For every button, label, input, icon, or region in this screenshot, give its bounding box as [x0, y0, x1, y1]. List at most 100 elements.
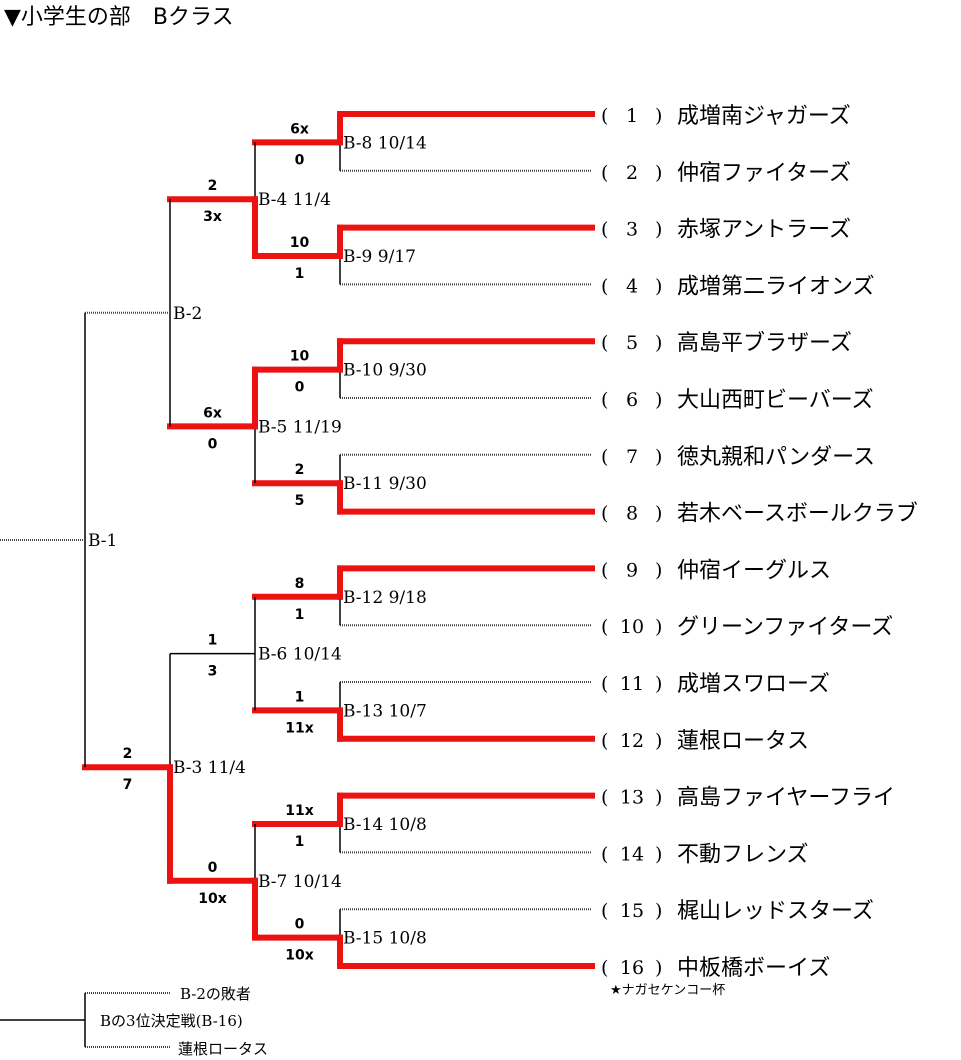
team-seed-number: 3 — [626, 219, 638, 241]
team-paren-close: ) — [655, 559, 662, 581]
score-label: 11x — [285, 720, 314, 736]
score-label: 2 — [295, 462, 305, 478]
team-paren-close: ) — [655, 957, 662, 979]
team-seed-number: 13 — [620, 787, 644, 809]
match-label: B-5 11/19 — [258, 417, 342, 437]
team-paren-close: ) — [655, 332, 662, 354]
score-label: 3 — [208, 664, 218, 680]
team-paren-close: ) — [655, 900, 662, 922]
match-label: B-4 11/4 — [258, 190, 331, 210]
score-label: 10 — [290, 349, 310, 365]
score-label: 0 — [295, 917, 305, 933]
team-name: 仲宿イーグルス — [677, 558, 831, 583]
team-seed-number: 6 — [626, 389, 638, 411]
team-seed-number: 11 — [620, 673, 644, 695]
team-name: 高島ファイヤーフライ — [677, 786, 895, 811]
third-place-top: B-2の敗者 — [180, 985, 251, 1003]
team-seed-number: 14 — [620, 843, 644, 865]
team-paren-open: ( — [601, 332, 608, 354]
team-paren-close: ) — [655, 503, 662, 525]
team-name: 徳丸親和パンダース — [677, 445, 875, 470]
score-label: 6x — [203, 405, 222, 421]
third-place-bottom: 蓮根ロータス — [178, 1040, 268, 1058]
team-name: 蓮根ロータス — [677, 729, 809, 754]
team-name: 高島平ブラザーズ — [677, 331, 852, 356]
team-name: 成増スワローズ — [677, 672, 830, 697]
score-label: 1 — [295, 607, 305, 623]
third-place-label: Bの3位決定戦(B-16) — [100, 1012, 243, 1030]
score-label: 0 — [208, 436, 218, 452]
score-label: 0 — [208, 860, 218, 876]
page-title: ▼小学生の部 Bクラス — [4, 5, 234, 30]
score-label: 10x — [285, 948, 314, 964]
team-name: 若木ベースボールクラブ — [677, 502, 918, 527]
match-label: B-3 11/4 — [173, 758, 246, 778]
score-label: 1 — [295, 689, 305, 705]
score-label: 2 — [208, 178, 218, 194]
team-paren-open: ( — [601, 219, 608, 241]
match-label: B-8 10/14 — [343, 133, 427, 153]
team-paren-close: ) — [655, 673, 662, 695]
bracket-labels: (1)成増南ジャガーズ(2)仲宿ファイターズ(3)赤塚アントラーズ(4)成増第二… — [88, 104, 918, 1058]
team-paren-open: ( — [601, 275, 608, 297]
team-paren-open: ( — [601, 446, 608, 468]
team-paren-close: ) — [655, 105, 662, 127]
score-label: 10x — [198, 891, 227, 907]
team-paren-open: ( — [601, 162, 608, 184]
score-label: 10 — [290, 235, 310, 251]
score-label: 5 — [295, 493, 305, 509]
team-seed-number: 5 — [626, 332, 638, 354]
team-seed-number: 4 — [626, 275, 638, 297]
team-paren-open: ( — [601, 389, 608, 411]
team-paren-open: ( — [601, 616, 608, 638]
score-label: 1 — [208, 633, 218, 649]
match-label: B-14 10/8 — [343, 815, 427, 835]
match-label: B-6 10/14 — [258, 645, 342, 665]
score-label: 0 — [295, 380, 305, 396]
score-label: 8 — [295, 576, 305, 592]
match-label: B-13 10/7 — [343, 701, 427, 721]
team-seed-number: 7 — [626, 446, 638, 468]
team-paren-close: ) — [655, 219, 662, 241]
team-seed-number: 8 — [626, 503, 638, 525]
team-paren-close: ) — [655, 616, 662, 638]
bracket-lines — [0, 111, 595, 1048]
team-name: 成増第二ライオンズ — [677, 274, 875, 299]
team-name: 中板橋ボーイズ — [677, 956, 830, 981]
team-name: 大山西町ビーバーズ — [677, 388, 874, 413]
team-paren-close: ) — [655, 730, 662, 752]
match-label: B-7 10/14 — [258, 872, 342, 892]
team-seed-number: 9 — [626, 559, 638, 581]
team-name: 成増南ジャガーズ — [677, 104, 851, 129]
team-paren-open: ( — [601, 503, 608, 525]
score-label: 1 — [295, 834, 305, 850]
team-paren-open: ( — [601, 787, 608, 809]
team-paren-close: ) — [655, 389, 662, 411]
score-label: 7 — [123, 777, 133, 793]
team-paren-close: ) — [655, 275, 662, 297]
team-seed-number: 12 — [620, 730, 644, 752]
match-label: B-11 9/30 — [343, 474, 427, 494]
score-label: 1 — [295, 266, 305, 282]
score-label: 0 — [295, 152, 305, 168]
team-name: 不動フレンズ — [677, 842, 809, 867]
match-label: B-12 9/18 — [343, 588, 427, 608]
team-paren-close: ) — [655, 446, 662, 468]
team-seed-number: 2 — [626, 162, 638, 184]
match-label: B-15 10/8 — [343, 929, 427, 949]
final-match-label: B-1 — [88, 531, 117, 551]
match-label: B-9 9/17 — [343, 247, 416, 267]
team-paren-close: ) — [655, 843, 662, 865]
team-seed-number: 1 — [626, 105, 638, 127]
score-label: 6x — [290, 121, 309, 137]
team-seed-number: 15 — [620, 900, 644, 922]
team-seed-number: 16 — [620, 957, 644, 979]
team-paren-open: ( — [601, 730, 608, 752]
team-name: 赤塚アントラーズ — [677, 218, 851, 243]
team-name: グリーンファイターズ — [677, 615, 893, 640]
team-paren-open: ( — [601, 105, 608, 127]
team-paren-open: ( — [601, 673, 608, 695]
team-paren-close: ) — [655, 787, 662, 809]
match-label: B-2 — [173, 304, 202, 324]
